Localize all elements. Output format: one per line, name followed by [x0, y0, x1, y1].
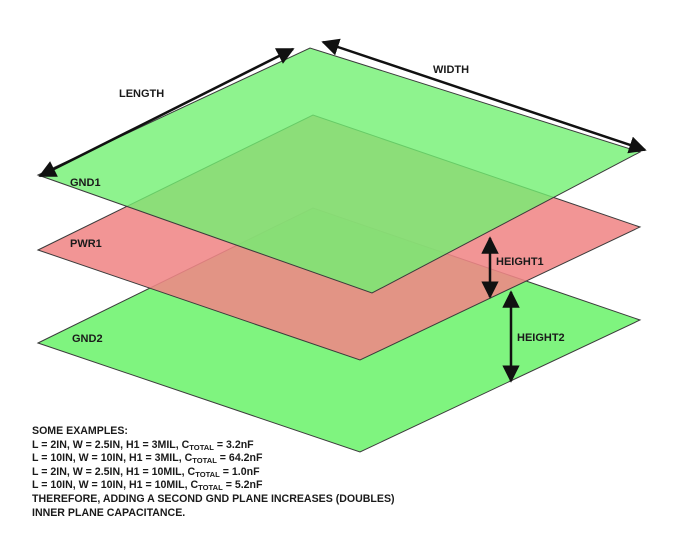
height2-label: HEIGHT2: [517, 332, 565, 344]
example-line-1: L = 2IN, W = 2.5IN, H1 = 3MIL, CTOTAL = …: [32, 438, 254, 452]
conclusion-line-1: THEREFORE, ADDING A SECOND GND PLANE INC…: [32, 492, 395, 505]
width-label: WIDTH: [433, 64, 469, 76]
width-arrow: [321, 38, 647, 154]
length-arrow: [38, 47, 295, 178]
example-line-2: L = 10IN, W = 10IN, H1 = 3MIL, CTOTAL = …: [32, 452, 263, 466]
gnd1-label: GND1: [70, 177, 101, 189]
examples-block: SOME EXAMPLES: L = 2IN, W = 2.5IN, H1 = …: [32, 425, 632, 520]
length-label: LENGTH: [119, 88, 164, 100]
pwr1-label: PWR1: [70, 238, 102, 250]
conclusion-line-2: INNER PLANE CAPACITANCE.: [32, 506, 186, 519]
example-line-3: L = 2IN, W = 2.5IN, H1 = 10MIL, CTOTAL =…: [32, 465, 260, 479]
examples-heading: SOME EXAMPLES:: [32, 425, 128, 437]
height1-label: HEIGHT1: [496, 256, 544, 268]
example-line-4: L = 10IN, W = 10IN, H1 = 10MIL, CTOTAL =…: [32, 479, 263, 493]
gnd2-label: GND2: [72, 333, 103, 345]
